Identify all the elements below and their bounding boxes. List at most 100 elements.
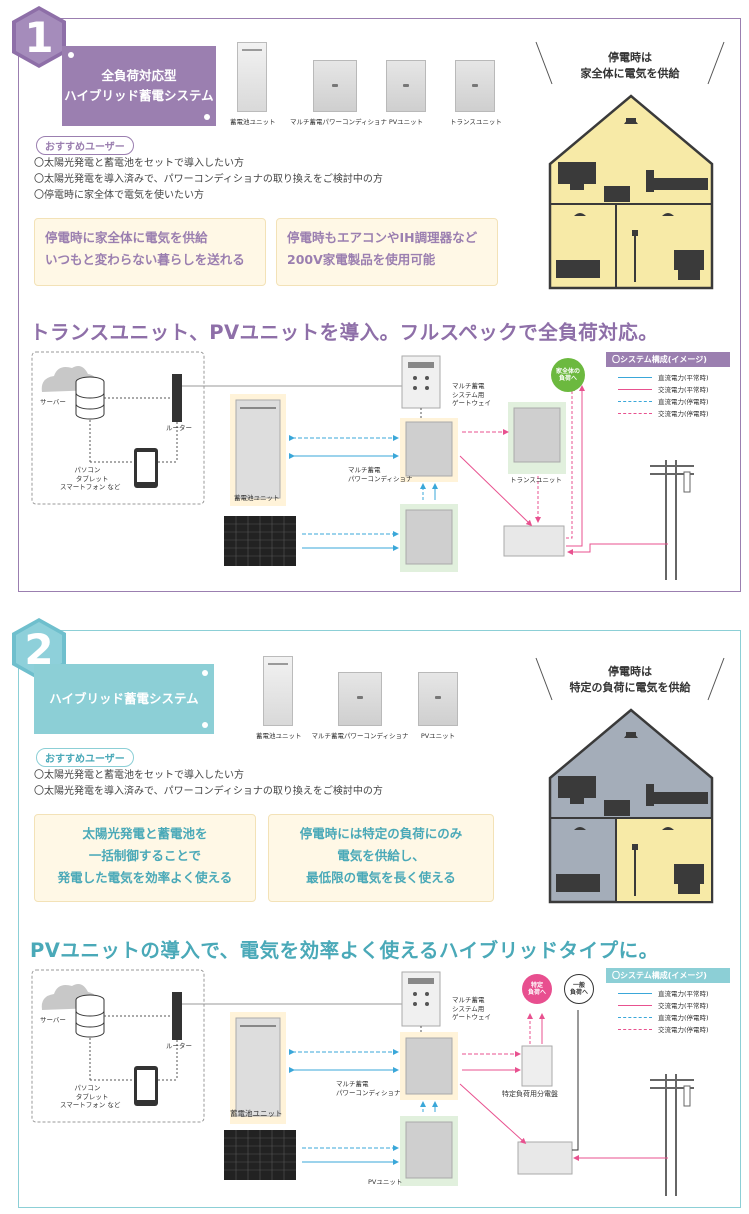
- panel-board-label: 特定負荷用分電盤: [502, 1090, 558, 1098]
- house-note: 停電時は 家全体に電気を供給: [560, 50, 700, 82]
- product-pcs: マルチ蓄電パワーコンディショナ: [310, 672, 410, 740]
- legend-text: 直流電力(平常時): [658, 374, 709, 382]
- feature-line: 停電時もエアコンやIH調理器など: [287, 230, 478, 245]
- legend-item: 交流電力(停電時): [606, 407, 730, 419]
- house-note-line2: 特定の負荷に電気を供給: [569, 681, 691, 694]
- badge-line: 負荷へ: [558, 375, 577, 382]
- product-label: PVユニット: [388, 118, 424, 126]
- pcs-label: マルチ蓄電 パワーコンディショナ: [336, 1080, 401, 1097]
- feature-line: 最低限の電気を長く使える: [306, 870, 456, 885]
- system-title-line1: 全負荷対応型: [101, 68, 177, 83]
- badge-line: 一般: [572, 981, 585, 989]
- pcs-label: マルチ蓄電 パワーコンディショナ: [348, 466, 413, 483]
- legend-item: 交流電力(平常時): [606, 999, 730, 1011]
- legend-item: 直流電力(平常時): [606, 987, 730, 999]
- feature-box-1: 停電時に家全体に電気を供給 いつもと変わらない暮らしを送れる: [34, 218, 266, 286]
- device-line: スマートフォン など: [60, 1101, 121, 1109]
- badge-line: 負荷へ: [527, 989, 546, 996]
- badge-line: 家全体の: [555, 367, 580, 375]
- specific-load-badge: 特定負荷へ: [522, 974, 552, 1004]
- system-title-box: ハイブリッド蓄電システム: [34, 664, 214, 734]
- list-item: 〇太陽光発電と蓄電池をセットで導入したい方: [34, 770, 244, 781]
- feature-box-2: 停電時もエアコンやIH調理器など 200V家電製品を使用可能: [276, 218, 498, 286]
- feature-line: 電気を供給し、: [337, 848, 425, 863]
- server-label: サーバー: [40, 398, 66, 406]
- feature-box-1: 太陽光発電と蓄電池を 一括制御することで 発電した電気を効率よく使える: [34, 814, 256, 902]
- note-slashes: [535, 41, 725, 85]
- general-load-badge: 一般負荷へ: [564, 974, 594, 1004]
- recommend-label: おすすめユーザー: [36, 136, 134, 155]
- note-slashes: [535, 657, 725, 701]
- product-pv-unit: PVユニット: [416, 672, 460, 740]
- house-full-illustration: [548, 94, 714, 290]
- badge-hexagon-icon: [12, 6, 66, 68]
- house-note: 停電時は 特定の負荷に電気を供給: [550, 664, 710, 696]
- legend-2: 〇システム構成(イメージ) 直流電力(平常時) 交流電力(平常時) 直流電力(停…: [606, 968, 730, 1035]
- feature-line: 停電時には特定の負荷にのみ: [299, 826, 463, 841]
- system-title-box: 全負荷対応型 ハイブリッド蓄電システム: [62, 46, 216, 126]
- feature-line: 太陽光発電と蓄電池を: [82, 826, 208, 841]
- list-item: 〇停電時に家全体で電気を使いたい方: [34, 190, 204, 201]
- system-diagram-1: [31, 351, 694, 580]
- badge-number: 1: [24, 12, 54, 62]
- product-label: マルチ蓄電パワーコンディショナ: [311, 732, 409, 740]
- panel2-headline: PVユニットの導入で、電気を効率よく使えるハイブリッドタイプに。: [30, 939, 659, 962]
- product-label: トランスユニット: [450, 118, 502, 126]
- feature-line: 停電時に家全体に電気を供給: [45, 230, 208, 245]
- gateway-line: ゲートウェイ: [452, 399, 491, 407]
- recommend-label: おすすめユーザー: [36, 748, 134, 767]
- product-label: 蓄電池ユニット: [256, 732, 302, 740]
- device-line: タブレット: [75, 474, 109, 483]
- device-line: タブレット: [75, 1092, 109, 1101]
- feature-line: いつもと変わらない暮らしを送れる: [45, 252, 245, 267]
- product-transformer: トランスユニット: [450, 60, 502, 126]
- legend-text: 交流電力(平常時): [658, 1002, 709, 1010]
- legend-item: 直流電力(平常時): [606, 371, 730, 383]
- pcs-line: マルチ蓄電: [336, 1080, 369, 1088]
- feature-box-2: 停電時には特定の負荷にのみ 電気を供給し、 最低限の電気を長く使える: [268, 814, 494, 902]
- gateway-line: マルチ蓄電: [452, 382, 485, 390]
- legend-item: 交流電力(平常時): [606, 383, 730, 395]
- legend-text: 直流電力(停電時): [658, 1014, 709, 1022]
- gateway-line: システム用: [452, 390, 485, 399]
- legend-item: 交流電力(停電時): [606, 1023, 730, 1035]
- device-label: パソコン タブレット スマートフォン など: [60, 1084, 120, 1110]
- feature-line: 一括制御することで: [88, 848, 202, 863]
- device-line: パソコン: [74, 466, 101, 474]
- badge-line: 特定: [530, 981, 543, 989]
- device-line: パソコン: [74, 1084, 101, 1092]
- recommend-list: 〇太陽光発電と蓄電池をセットで導入したい方 〇太陽光発電を導入済みで、パワーコン…: [34, 768, 383, 800]
- list-item: 〇太陽光発電を導入済みで、パワーコンディショナの取り換えをご検討中の方: [34, 174, 383, 185]
- battery-label: 蓄電池ユニット: [230, 1109, 283, 1118]
- house-partial-illustration: [548, 708, 714, 904]
- product-battery: 蓄電池ユニット: [256, 656, 302, 740]
- panel1-headline: トランスユニット、PVユニットを導入。フルスペックで全負荷対応。: [30, 321, 659, 344]
- legend-text: 交流電力(平常時): [658, 386, 709, 394]
- gateway-label: マルチ蓄電 システム用 ゲートウェイ: [452, 996, 491, 1022]
- legend-title: 〇システム構成(イメージ): [606, 352, 730, 367]
- product-label: PVユニット: [420, 732, 456, 740]
- gateway-line: システム用: [452, 1004, 485, 1013]
- legend-item: 直流電力(停電時): [606, 395, 730, 407]
- house-note-line1: 停電時は: [608, 665, 652, 678]
- list-item: 〇太陽光発電と蓄電池をセットで導入したい方: [34, 158, 244, 169]
- badge-line: 負荷へ: [569, 989, 588, 996]
- list-item: 〇太陽光発電を導入済みで、パワーコンディショナの取り換えをご検討中の方: [34, 786, 383, 797]
- device-line: スマートフォン など: [60, 483, 121, 491]
- house-note-line2: 家全体に電気を供給: [580, 67, 680, 80]
- feature-line: 200V家電製品を使用可能: [287, 252, 436, 267]
- legend-item: 直流電力(停電時): [606, 1011, 730, 1023]
- gateway-line: ゲートウェイ: [452, 1013, 491, 1021]
- feature-line: 発電した電気を効率よく使える: [57, 870, 233, 885]
- pv-label: PVユニット: [368, 1178, 403, 1186]
- recommend-list: 〇太陽光発電と蓄電池をセットで導入したい方 〇太陽光発電を導入済みで、パワーコン…: [34, 156, 383, 204]
- router-label: ルーター: [166, 1042, 192, 1050]
- pcs-line: マルチ蓄電: [348, 466, 381, 474]
- product-battery: 蓄電池ユニット: [230, 42, 276, 126]
- whole-load-badge: 家全体の負荷へ: [551, 358, 585, 392]
- server-label: サーバー: [40, 1016, 66, 1024]
- pcs-line: パワーコンディショナ: [348, 474, 413, 483]
- gateway-line: マルチ蓄電: [452, 996, 485, 1004]
- product-label: マルチ蓄電パワーコンディショナ: [290, 118, 388, 126]
- pcs-line: パワーコンディショナ: [336, 1088, 401, 1097]
